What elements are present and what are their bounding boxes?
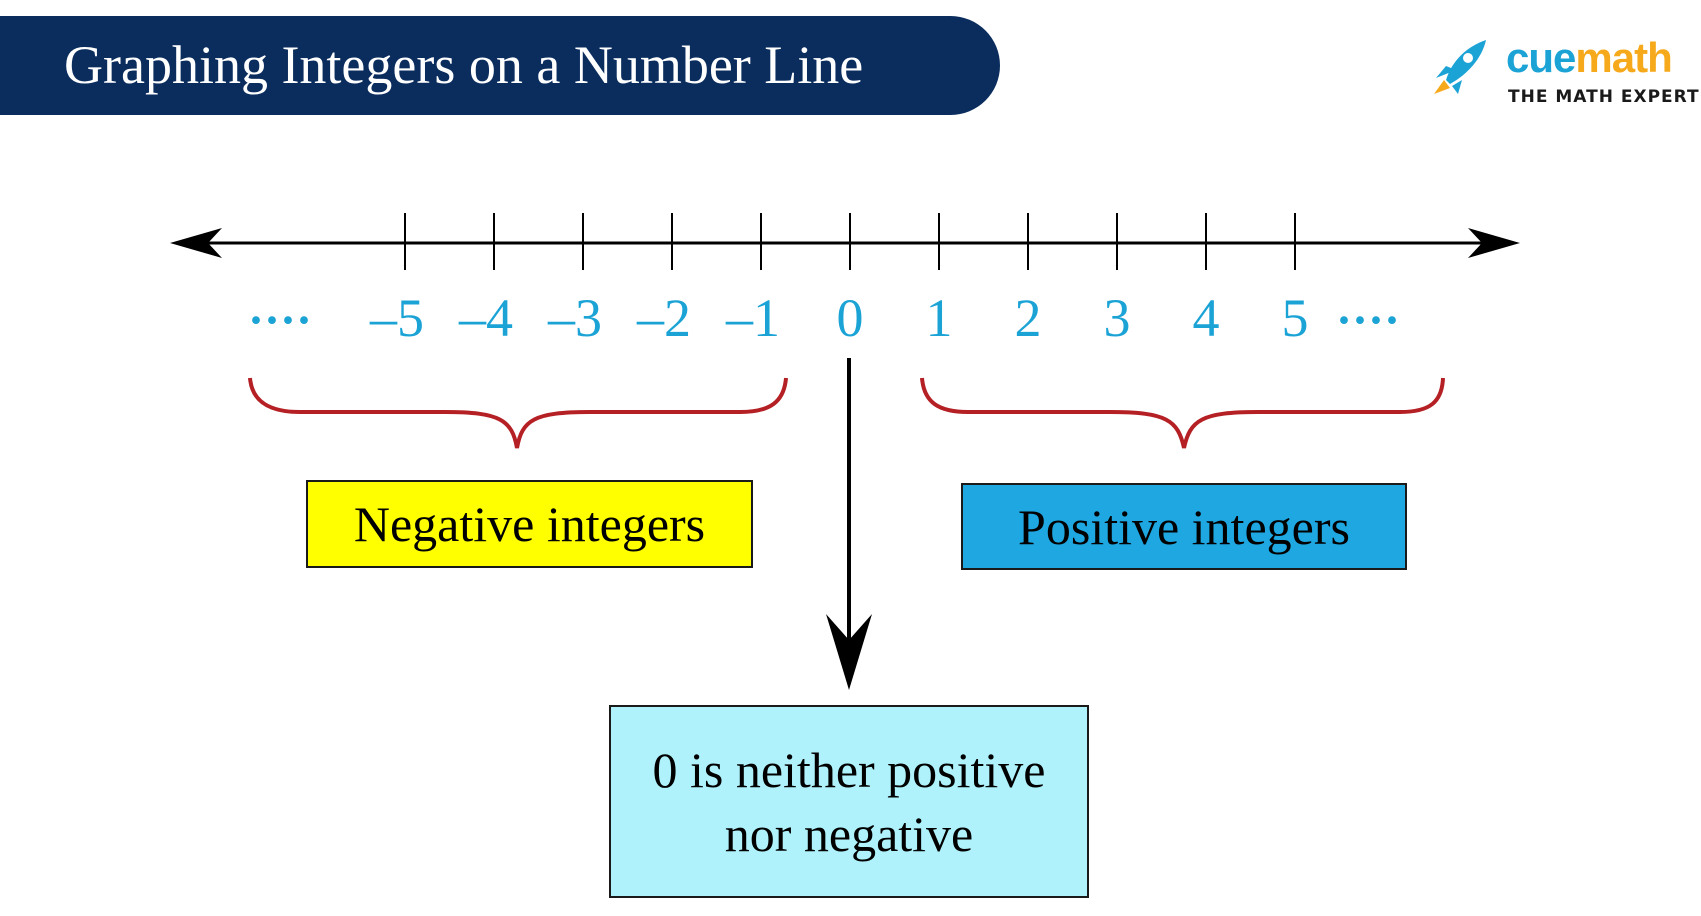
- positive-integers-label: Positive integers: [1018, 498, 1350, 555]
- tick-label: –5: [369, 288, 424, 348]
- tick-label: –1: [725, 288, 780, 348]
- left-arrow-head: [170, 228, 222, 258]
- logo-math-text: math: [1575, 34, 1672, 81]
- zero-note-box: 0 is neither positive nor negative: [609, 705, 1089, 898]
- zero-note-line2: nor negative: [724, 805, 974, 862]
- number-line: [170, 228, 1520, 258]
- tick-label: 5: [1282, 288, 1309, 348]
- tick-label: 4: [1193, 288, 1220, 348]
- tick-labels: –5 –4 –3 –2 –1 0 1 2 3 4 5: [369, 288, 1309, 348]
- tick-label: –4: [458, 288, 513, 348]
- rocket-icon: [1434, 40, 1486, 94]
- title-banner: Graphing Integers on a Number Line: [0, 16, 1000, 115]
- tick-marks: [404, 213, 1296, 270]
- tick-label: –2: [636, 288, 691, 348]
- cuemath-logo: cuemath THE MATH EXPERT: [1428, 30, 1699, 110]
- right-arrow-head: [1468, 228, 1520, 258]
- ellipsis-left: ····: [248, 294, 312, 347]
- zero-pointer-arrow: [826, 358, 872, 690]
- logo-cue-text: cue: [1506, 34, 1576, 81]
- positive-brace: [920, 377, 1445, 449]
- page-title: Graphing Integers on a Number Line: [64, 35, 864, 95]
- negative-integers-label: Negative integers: [353, 496, 706, 552]
- negative-brace: [248, 377, 788, 449]
- positive-integers-box: Positive integers: [961, 483, 1407, 570]
- tick-label: 3: [1104, 288, 1131, 348]
- tick-label: 0: [837, 288, 864, 348]
- zero-note-line1: 0 is neither positive: [652, 741, 1046, 798]
- tick-label: 2: [1015, 288, 1042, 348]
- ellipsis-right: ····: [1336, 294, 1400, 347]
- logo-tagline: THE MATH EXPERT: [1508, 87, 1700, 107]
- negative-integers-box: Negative integers: [306, 480, 753, 568]
- tick-label: 1: [926, 288, 953, 348]
- logo-wordmark: cuemath: [1506, 34, 1673, 82]
- tick-label: –3: [547, 288, 602, 348]
